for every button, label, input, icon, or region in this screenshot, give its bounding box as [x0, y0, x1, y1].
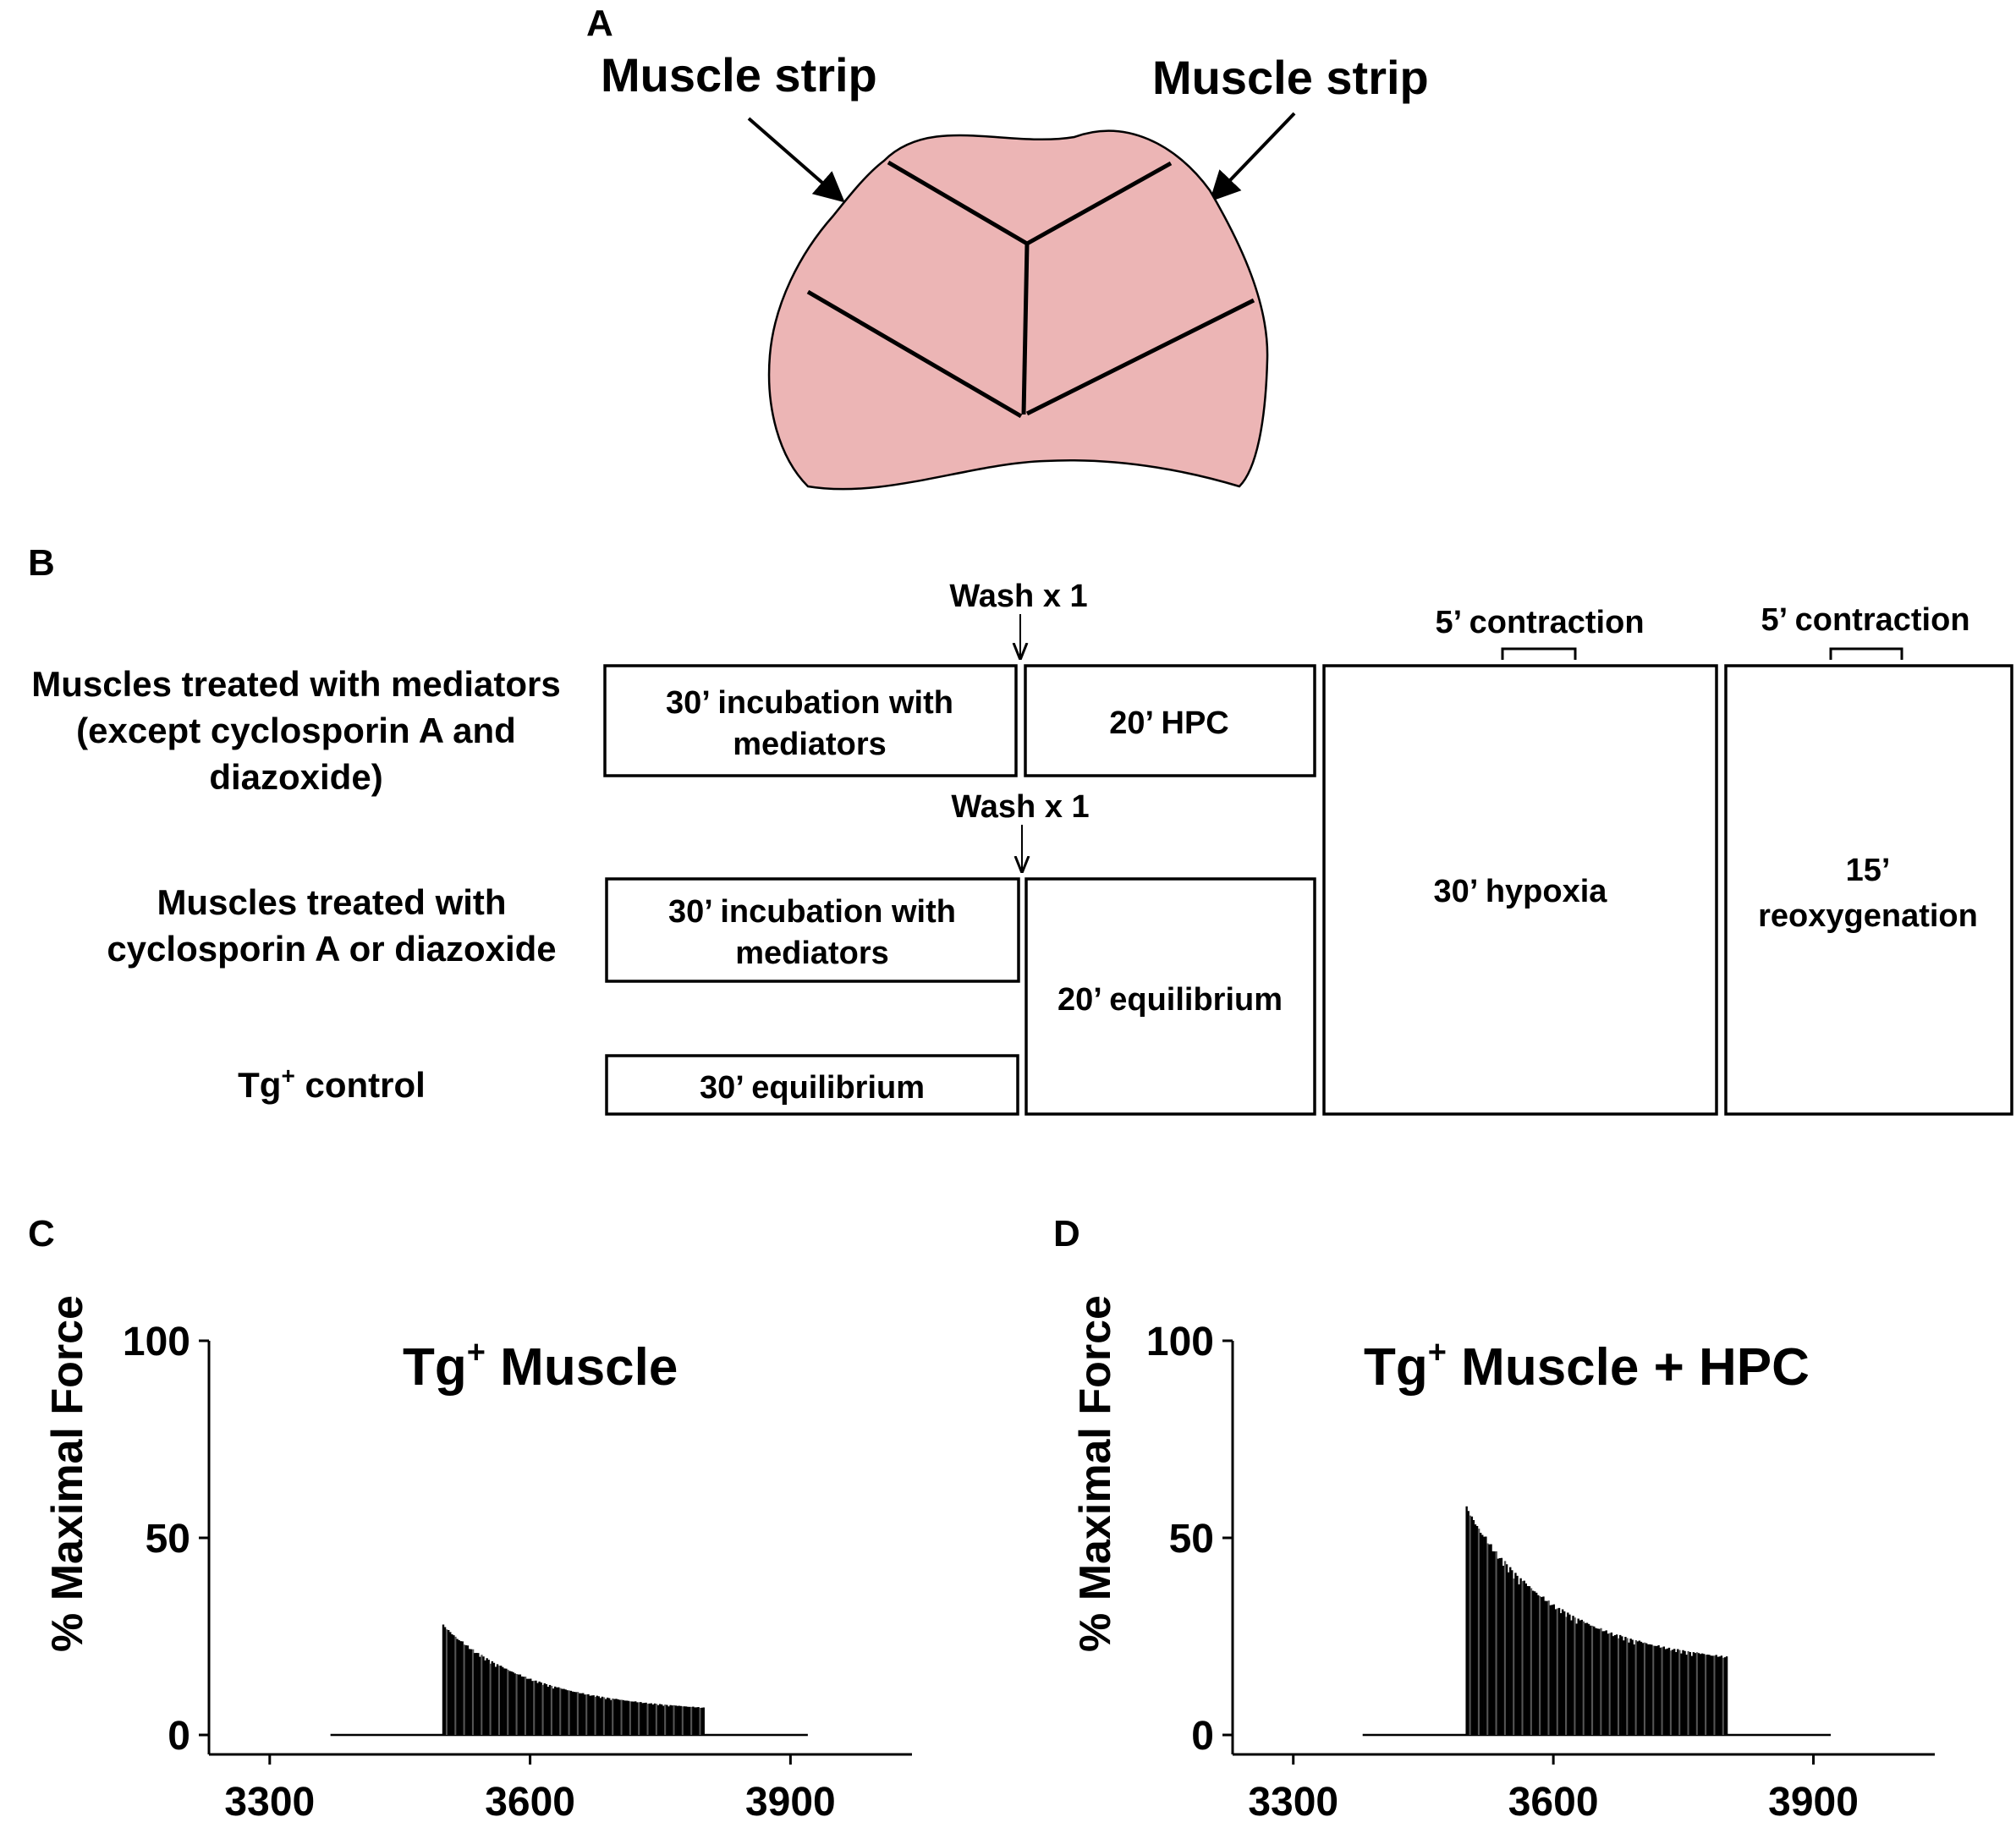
x-tick-label: 3900 [1768, 1780, 1859, 1825]
group-2-line-1: Muscles treated with [157, 882, 506, 922]
box-incubation-1 [603, 664, 1018, 777]
group-1-line-3: diazoxide) [209, 757, 382, 797]
chart-d-marks [1362, 1506, 1832, 1737]
muscle-cross-section [767, 129, 1269, 491]
reoxygenation-line-2: reoxygenation [1758, 898, 1978, 934]
group-1-line-2: (except cyclosporin A and [76, 711, 516, 750]
cut-line-lower-right [1025, 298, 1255, 416]
incubation-2-line-2: mediators [735, 936, 889, 971]
panel-c-label: C [28, 1213, 55, 1254]
box-incubation-2 [605, 877, 1020, 983]
x-tick-label: 3600 [1508, 1780, 1599, 1825]
reoxygenation-line-1: 15’ [1846, 853, 1891, 888]
callout-left-label: Muscle strip [601, 48, 877, 102]
chart-c-ylabel: % Maximal Force [43, 1295, 92, 1652]
group-3-label: Tg+ control [238, 1062, 426, 1105]
incubation-2-line-1: 30’ incubation with [668, 894, 956, 930]
box-reoxygenation [1724, 664, 2013, 1116]
wash-label-1: Wash x 1 [949, 579, 1087, 614]
y-tick-label: 0 [1191, 1714, 1214, 1759]
y-tick-label: 100 [1146, 1320, 1214, 1364]
contraction-bracket-2 [1829, 647, 1903, 660]
y-tick-label: 50 [1169, 1517, 1214, 1562]
box-hpc [1024, 664, 1316, 777]
contraction-label-1: 5’ contraction [1435, 605, 1644, 640]
chart-d-ylabel: % Maximal Force [1071, 1295, 1120, 1652]
cut-lines [806, 160, 1255, 419]
group-1-line-1: Muscles treated with mediators [31, 664, 561, 704]
panel-a: A Muscle strip Muscle strip [586, 3, 1429, 491]
group-2-line-2: cyclosporin A or diazoxide [107, 929, 556, 969]
panel-c-chart: C Tg+ Muscle % Maximal Force 0 50 100 3300 3… [28, 1213, 912, 1825]
callout-right-arrow [1209, 112, 1296, 202]
panel-b-label: B [28, 542, 55, 584]
cut-line-center [1021, 243, 1030, 415]
chart-d-ticks: 0 50 100 3300 3600 3900 [1146, 1320, 1859, 1825]
wash-label-2: Wash x 1 [951, 789, 1089, 825]
box-equilibrium-20 [1024, 877, 1316, 1116]
cut-line-upper-right [1025, 161, 1173, 246]
y-tick-label: 100 [123, 1320, 190, 1364]
equilibrium-20-text: 20’ equilibrium [1057, 982, 1283, 1018]
chart-c-marks [330, 1624, 808, 1737]
incubation-1-line-1: 30’ incubation with [666, 685, 953, 721]
x-tick-label: 3900 [745, 1780, 836, 1825]
box-equilibrium-30 [605, 1054, 1019, 1116]
x-tick-label: 3300 [1248, 1780, 1338, 1825]
chart-c-title: Tg+ Muscle [403, 1335, 678, 1397]
y-tick-label: 0 [168, 1714, 190, 1759]
y-tick-label: 50 [146, 1517, 190, 1562]
cut-line-lower-left [806, 289, 1023, 419]
group-labels: Muscles treated with mediators (except c… [31, 664, 561, 1105]
cut-line-upper-left [887, 160, 1029, 246]
hpc-text: 20’ HPC [1109, 705, 1229, 741]
panel-d-chart: D Tg+ Muscle + HPC % Maximal Force 0 50 10… [1053, 1213, 1935, 1825]
hypoxia-text: 30’ hypoxia [1434, 874, 1608, 909]
incubation-1-line-2: mediators [733, 727, 887, 762]
panel-a-label: A [586, 3, 613, 44]
panel-b: B Muscles treated with mediators (except… [28, 542, 2013, 1116]
panel-d-label: D [1053, 1213, 1080, 1254]
chart-d-title: Tg+ Muscle + HPC [1364, 1335, 1810, 1397]
contraction-label-2: 5’ contraction [1761, 602, 1969, 638]
contraction-bracket-1 [1501, 647, 1577, 660]
equilibrium-30-text: 30’ equilibrium [700, 1070, 925, 1106]
x-tick-label: 3600 [485, 1780, 575, 1825]
x-tick-label: 3300 [224, 1780, 315, 1825]
callout-right-label: Muscle strip [1152, 51, 1429, 104]
box-hypoxia [1322, 664, 1718, 1116]
chart-c-ticks: 0 50 100 3300 3600 3900 [123, 1320, 836, 1825]
callout-left-arrow [747, 117, 845, 203]
box-texts: 30’ incubation with mediators 20’ HPC 30… [666, 685, 1978, 1106]
protocol-boxes [603, 664, 2013, 1116]
